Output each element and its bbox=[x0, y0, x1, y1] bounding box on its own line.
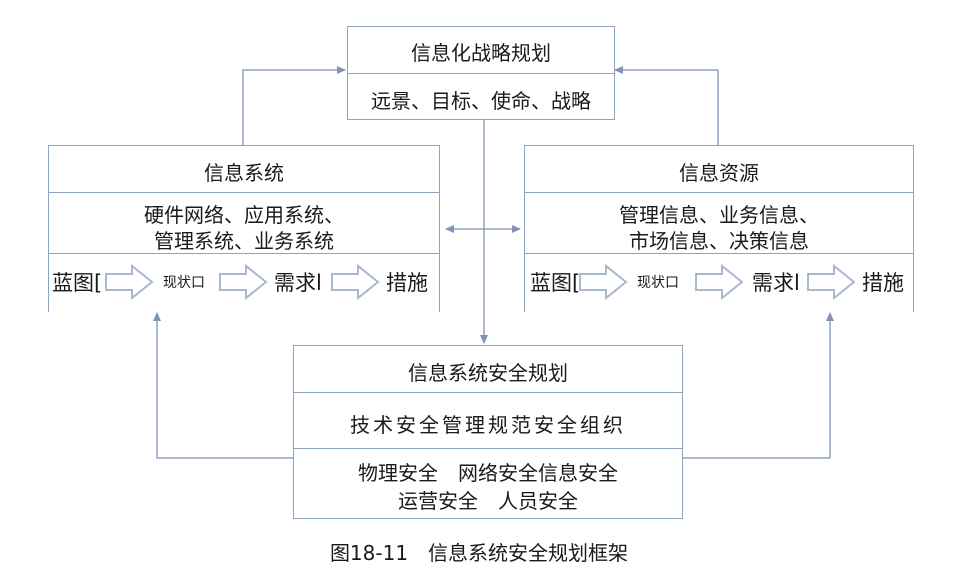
strategy-title: 信息化战略规划 bbox=[411, 41, 551, 65]
flow-status: 现状口 bbox=[637, 275, 679, 291]
flow-tick-right bbox=[913, 252, 914, 312]
info-system-box: 信息系统 硬件网络、应用系统、 管理系统、业务系统 bbox=[48, 145, 440, 310]
hollow-arrow-3 bbox=[331, 263, 380, 301]
info-system-divider-1 bbox=[49, 192, 439, 193]
arrow-security-to-system bbox=[153, 312, 293, 459]
strategy-content: 远景、目标、使命、战略 bbox=[371, 89, 591, 113]
info-system-title: 信息系统 bbox=[204, 161, 284, 185]
flow-requirement: 需求l bbox=[274, 271, 322, 295]
info-system-flow: 蓝图[ 现状口 需求l 措施 bbox=[48, 252, 440, 312]
security-plan-box: 信息系统安全规划 技术安全管理规范安全组织 物理安全 网络安全信息安全 运营安全… bbox=[293, 345, 683, 519]
security-row3-line1: 物理安全 网络安全信息安全 bbox=[358, 461, 618, 485]
security-divider-1 bbox=[294, 392, 682, 393]
strategy-divider bbox=[348, 73, 614, 74]
info-system-divider-2 bbox=[49, 253, 439, 254]
flow-blueprint: 蓝图[ bbox=[52, 271, 103, 295]
info-resource-divider-1 bbox=[525, 192, 913, 193]
info-resource-divider-2 bbox=[525, 253, 913, 254]
arrow-system-to-strategy bbox=[242, 66, 346, 145]
flow-tick-left bbox=[524, 252, 525, 312]
flow-tick-left bbox=[48, 252, 49, 312]
flow-hollow-arrows bbox=[105, 263, 380, 301]
flow-hollow-arrows bbox=[579, 263, 856, 301]
info-resource-box: 信息资源 管理信息、业务信息、 市场信息、决策信息 bbox=[524, 145, 914, 310]
info-resource-flow: 蓝图[ 现状口 需求l 措施 bbox=[524, 252, 914, 312]
hollow-arrow-2 bbox=[695, 263, 744, 301]
security-row2: 技术安全管理规范安全组织 bbox=[350, 413, 626, 437]
security-title: 信息系统安全规划 bbox=[408, 361, 568, 385]
hollow-arrow-2 bbox=[219, 263, 268, 301]
info-resource-content-line2: 市场信息、决策信息 bbox=[629, 229, 809, 253]
flow-status: 现状口 bbox=[163, 275, 205, 291]
flow-requirement: 需求l bbox=[752, 271, 800, 295]
figure-caption: 图18-11 信息系统安全规划框架 bbox=[329, 541, 629, 565]
flow-blueprint: 蓝图[ bbox=[530, 271, 581, 295]
flow-measure: 措施 bbox=[862, 271, 904, 295]
info-system-content-line2: 管理系统、业务系统 bbox=[154, 229, 334, 253]
info-resource-content-line1: 管理信息、业务信息、 bbox=[619, 203, 819, 227]
hollow-arrow-1 bbox=[105, 263, 154, 301]
hollow-arrow-1 bbox=[579, 263, 628, 301]
security-divider-2 bbox=[294, 448, 682, 449]
security-row3-line2: 运营安全 人员安全 bbox=[398, 489, 578, 513]
flow-tick-right bbox=[439, 252, 440, 312]
info-resource-title: 信息资源 bbox=[679, 161, 759, 185]
info-system-content-line1: 硬件网络、应用系统、 bbox=[144, 203, 344, 227]
flow-measure: 措施 bbox=[386, 271, 428, 295]
arrow-resource-to-strategy bbox=[614, 66, 719, 145]
hollow-arrow-3 bbox=[807, 263, 856, 301]
arrow-security-to-resource bbox=[683, 312, 834, 459]
strategy-box: 信息化战略规划 远景、目标、使命、战略 bbox=[347, 26, 615, 120]
